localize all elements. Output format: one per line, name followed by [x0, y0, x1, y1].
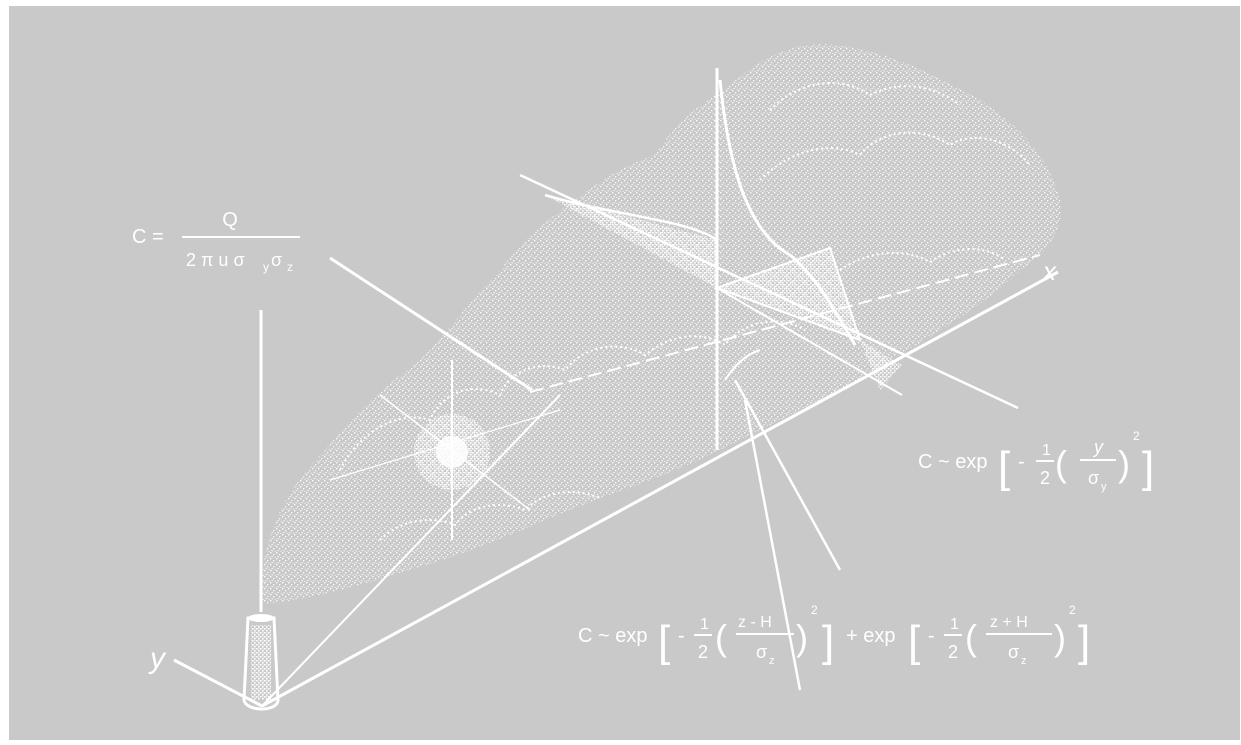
- eq2-sub: y: [1101, 481, 1107, 493]
- eq2-bracket-close: ]: [1142, 443, 1154, 492]
- eq1-sub-y: y: [263, 260, 269, 274]
- eq3-half-num1: 1: [700, 616, 709, 633]
- eq3-lhs: C ~ exp: [578, 625, 647, 647]
- eq3-bracket1-open: [: [658, 617, 670, 666]
- eq3-num2: z + H: [990, 614, 1028, 631]
- eq3-bracket1-close: ]: [822, 617, 834, 666]
- eq1-sub-z: z: [287, 260, 293, 274]
- eq3-paren1-open: (: [715, 617, 727, 658]
- eq3-bracket2-open: [: [908, 617, 920, 666]
- eq3-half-den1: 2: [698, 642, 708, 662]
- x-axis-label: x: [1041, 256, 1057, 286]
- eq2-half-den: 2: [1040, 468, 1050, 488]
- eq2-paren-close: ): [1118, 443, 1130, 484]
- eq3-sigma1: σ: [756, 642, 767, 662]
- eq3-sub2: z: [1021, 655, 1027, 667]
- centerline-equation: C = Q 2 π u σ y z σ: [132, 209, 300, 274]
- eq2-bracket-open: [: [998, 443, 1010, 492]
- vertical-equation: C ~ exp [ - 1 2 ( z - H σ z ) 2 ] + exp …: [578, 603, 1090, 667]
- eq3-paren2-open: (: [965, 617, 977, 658]
- y-axis-label: y: [148, 642, 167, 675]
- eq2-var: y: [1092, 437, 1104, 457]
- eq3-plus: + exp: [846, 625, 895, 647]
- eq2-power: 2: [1133, 429, 1140, 443]
- eq3-minus2: -: [928, 625, 935, 647]
- eq3-sub1: z: [769, 655, 775, 667]
- eq3-power1: 2: [811, 603, 818, 617]
- eq1-sigma2: σ: [271, 250, 282, 270]
- eq3-bracket2-close: ]: [1078, 617, 1090, 666]
- eq3-minus1: -: [678, 625, 685, 647]
- eq1-numerator: Q: [222, 209, 238, 231]
- eq1-lhs: C =: [132, 226, 164, 248]
- eq2-half-num: 1: [1042, 442, 1051, 459]
- eq2-paren-open: (: [1055, 443, 1067, 484]
- plume-cloud: [262, 44, 1061, 604]
- eq3-half-den2: 2: [948, 642, 958, 662]
- eq2-lhs: C ~ exp: [918, 451, 987, 473]
- crosswind-equation: C ~ exp [ - 1 2 ( y σ y ) 2 ]: [918, 429, 1154, 493]
- eq3-num1: z - H: [738, 614, 772, 631]
- eq2-minus: -: [1018, 451, 1025, 473]
- eq1-denominator: 2 π u σ: [186, 250, 245, 270]
- eq3-paren2-close: ): [1054, 617, 1066, 658]
- eq2-sigma: σ: [1088, 468, 1099, 488]
- eq3-half-num2: 1: [950, 616, 959, 633]
- eq3-sigma2: σ: [1008, 642, 1019, 662]
- eq3-power2: 2: [1069, 603, 1076, 617]
- eq3-paren1-close: ): [796, 617, 808, 658]
